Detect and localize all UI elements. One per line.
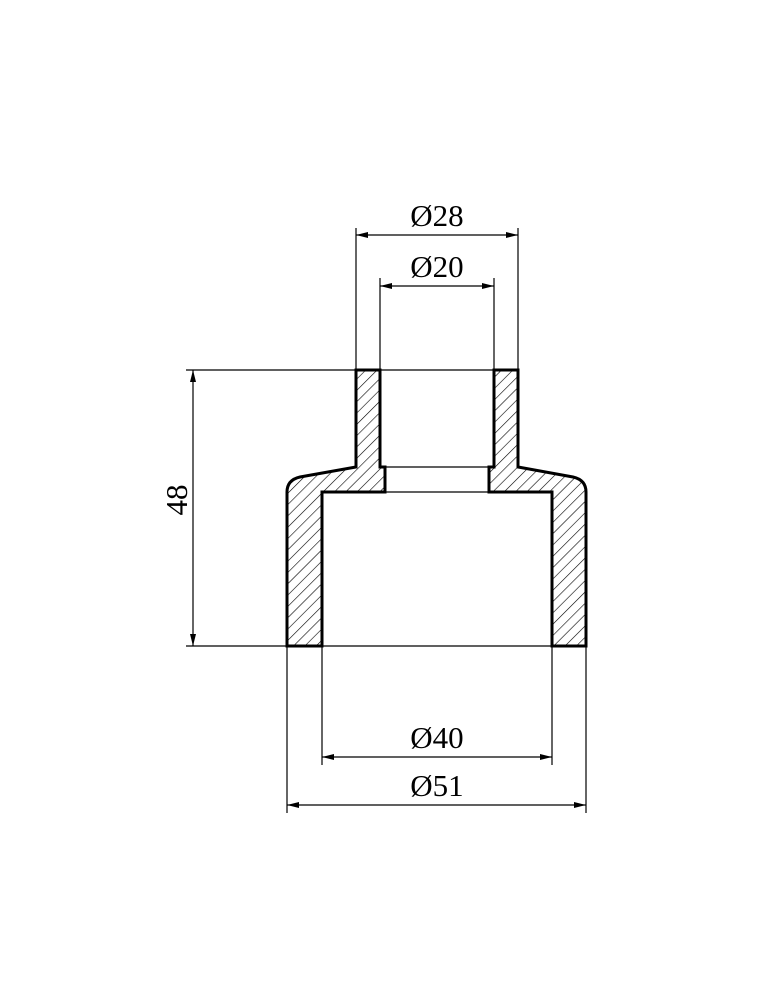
- extension-lines: [186, 228, 587, 813]
- dim-label-d28: Ø28: [410, 198, 463, 233]
- dim-label-height: 48: [159, 485, 194, 516]
- section-left-wall: [285, 368, 387, 648]
- dim-label-d40: Ø40: [410, 720, 463, 755]
- dim-label-d51: Ø51: [410, 768, 463, 803]
- dim-label-d20: Ø20: [410, 249, 463, 284]
- bore-lines: [322, 369, 552, 647]
- section-right-wall: [487, 368, 588, 648]
